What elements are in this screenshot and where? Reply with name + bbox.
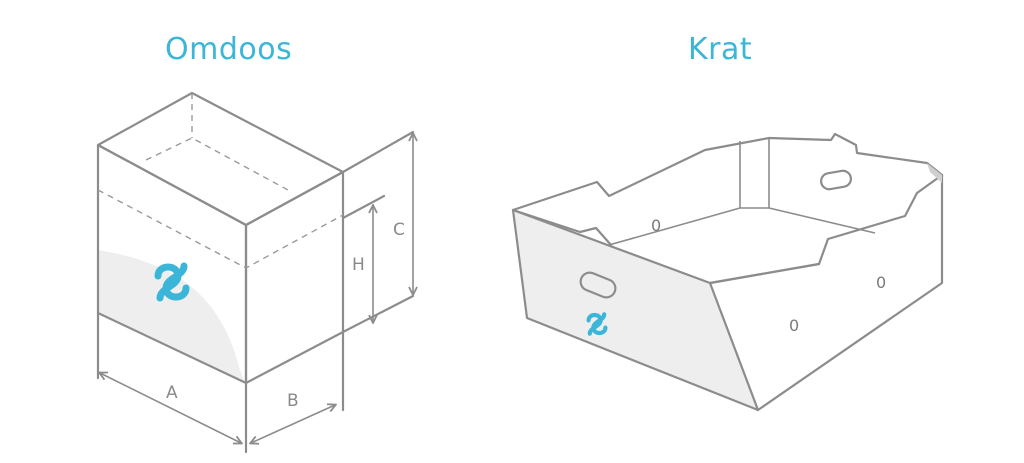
inner-lid-dash — [97, 189, 344, 269]
crate-right-panel — [756, 173, 944, 412]
dimension-h-label: H — [352, 255, 365, 275]
box-side-panel — [244, 170, 345, 385]
box-top-opening — [96, 91, 345, 227]
crate-top-rim — [511, 132, 944, 285]
crate-hole-1: 0 — [651, 216, 661, 235]
inner-top-dash — [145, 137, 289, 191]
crate-handle-front — [579, 271, 617, 299]
s-logo-icon — [586, 312, 608, 336]
omdoos-title: Omdoos — [165, 32, 293, 67]
s-logo-icon — [154, 262, 190, 302]
dimension-c-label: C — [393, 220, 405, 240]
crate-hole-2: 0 — [876, 273, 886, 292]
front-panel-shade — [98, 250, 245, 383]
dimension-b-arrow — [251, 405, 335, 443]
krat-crate: 0 0 0 — [511, 132, 944, 412]
crate-front-panel — [513, 210, 758, 410]
omdoos-box: A B C H — [96, 91, 413, 454]
dimension-a-arrow — [100, 373, 241, 443]
crate-handle-back — [820, 169, 852, 191]
krat-title: Krat — [688, 32, 753, 67]
crate-inner-floor — [608, 207, 876, 246]
dimension-a-label: A — [166, 383, 178, 403]
dimension-b-label: B — [287, 391, 299, 411]
crate-hole-3: 0 — [789, 316, 799, 335]
